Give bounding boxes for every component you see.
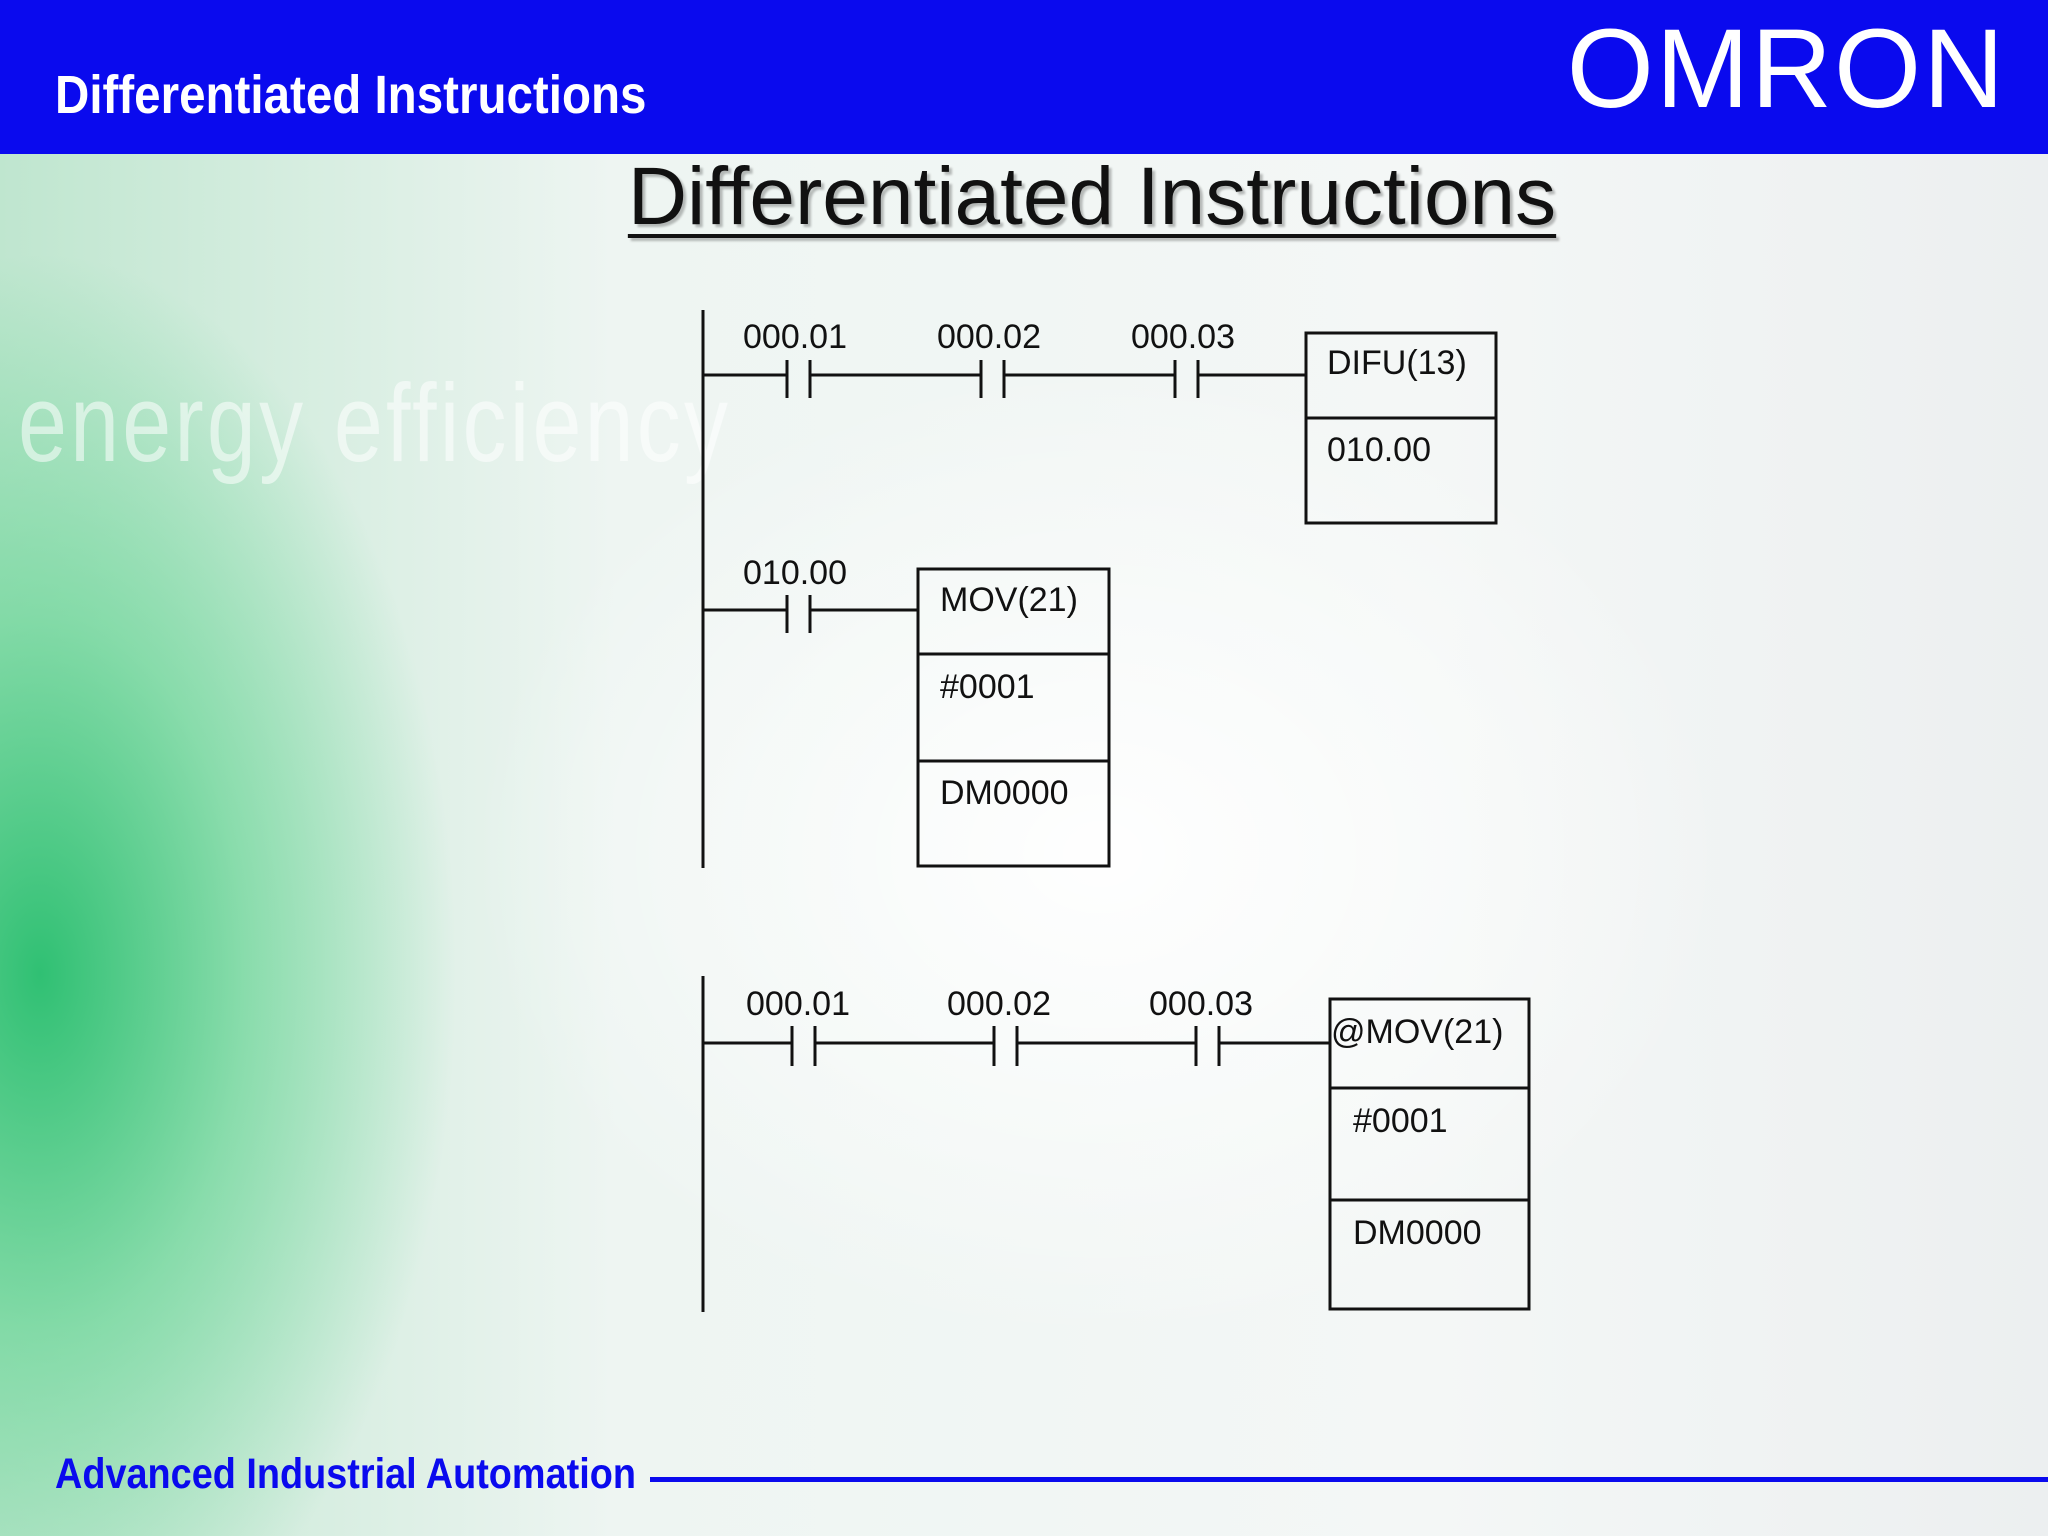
slide-background	[0, 154, 2048, 1536]
rung-2	[703, 567, 1111, 868]
footer-text: Advanced Industrial Automation	[55, 1450, 636, 1498]
mov-instruction-label: MOV(21)	[940, 581, 1078, 619]
rung1-contact3-label: 000.03	[1131, 318, 1235, 356]
header-title: Differentiated Instructions	[55, 65, 647, 125]
rung-1	[703, 331, 1498, 525]
brand-logo: OMRON	[1566, 6, 2006, 131]
rung1-contact2-label: 000.02	[937, 318, 1041, 356]
mov-destination-label: DM0000	[940, 774, 1069, 812]
rung2-contact-label: 010.00	[743, 554, 847, 592]
rung3-contact1-label: 000.01	[746, 985, 850, 1023]
background-watermark: energy efficiency	[18, 362, 732, 485]
footer-divider	[650, 1477, 2048, 1482]
mov-instruction-box	[916, 567, 1111, 868]
at-mov-destination-label: DM0000	[1353, 1214, 1482, 1252]
header-bar: Differentiated Instructions OMRON	[0, 0, 2048, 154]
rung1-contact1-label: 000.01	[743, 318, 847, 356]
at-mov-source-label: #0001	[1353, 1102, 1448, 1140]
difu-instruction-box	[1304, 331, 1498, 525]
at-mov-instruction-label: @MOV(21)	[1331, 1013, 1503, 1051]
at-mov-instruction-box	[1328, 997, 1531, 1311]
mov-source-label: #0001	[940, 668, 1035, 706]
slide-title: Differentiated Instructions	[627, 151, 1557, 242]
rung-3	[703, 997, 1531, 1311]
rung3-contact2-label: 000.02	[947, 985, 1051, 1023]
rung3-contact3-label: 000.03	[1149, 985, 1253, 1023]
difu-operand-label: 010.00	[1327, 431, 1431, 469]
difu-instruction-label: DIFU(13)	[1327, 344, 1467, 382]
